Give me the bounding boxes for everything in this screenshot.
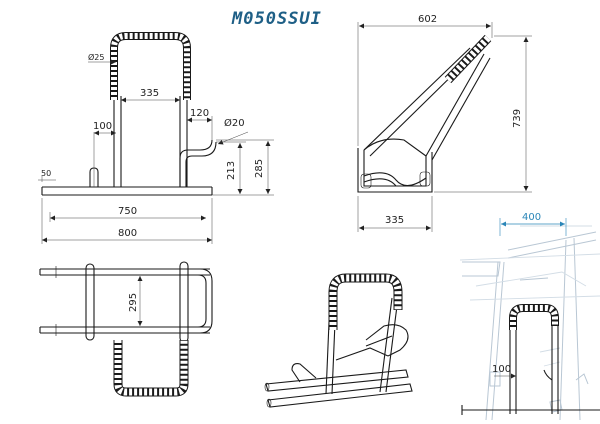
- dim-side-width: 602: [357, 14, 493, 146]
- perspective-view: [264, 273, 413, 408]
- front-hoop: [110, 32, 191, 187]
- perspective-rails: [264, 369, 413, 408]
- dim-side-base-label: 335: [385, 215, 404, 226]
- dim-inner-width: 335: [121, 88, 180, 103]
- dim-top-depth: 295: [128, 276, 143, 326]
- dim-side-height-label: 739: [512, 109, 523, 128]
- top-coil: [113, 340, 189, 397]
- side-coil: [444, 34, 492, 84]
- ghost-outlines: [459, 225, 600, 421]
- dim-inner-width-label: 335: [140, 88, 159, 99]
- dim-lower-width-label: 100: [93, 121, 112, 132]
- dim-top-depth-label: 295: [128, 293, 139, 312]
- dim-hook-height: 213: [216, 141, 246, 194]
- dim-detail-inner: 100: [492, 364, 516, 379]
- dim-tube-diameter: Ø25: [88, 52, 116, 65]
- dim-side-height: 739: [434, 35, 532, 193]
- dim-overall-length: 800: [42, 228, 212, 243]
- dim-total-height: 285: [212, 139, 274, 196]
- top-view: 295: [39, 261, 213, 397]
- dim-base-length: 750: [41, 198, 213, 244]
- detail-coil: [509, 304, 559, 330]
- dim-detail-spacing: 400: [499, 212, 567, 236]
- dim-detail-inner-label: 100: [492, 364, 511, 375]
- dim-hook-diameter-label: Ø20: [224, 117, 245, 129]
- dim-side-base: 335: [357, 196, 433, 232]
- front-base-rails: [41, 186, 213, 196]
- dim-total-height-label: 285: [254, 159, 265, 178]
- dim-base-tube: 50: [38, 169, 56, 182]
- side-base: [357, 148, 433, 193]
- dim-tube-diameter-label: Ø25: [88, 52, 104, 62]
- perspective-coil: [328, 273, 403, 330]
- dim-hook-offset-label: 120: [190, 108, 209, 119]
- front-view: Ø25 335 100 120 Ø20 213: [38, 32, 274, 244]
- side-view: 602 739 335: [357, 14, 532, 232]
- detail-frame: [461, 322, 600, 415]
- dim-base-tube-label: 50: [41, 169, 51, 178]
- dim-hook-height-label: 213: [226, 161, 237, 180]
- dim-lower-width: 100: [93, 121, 116, 187]
- top-rails: [39, 266, 213, 336]
- dim-side-width-label: 602: [418, 14, 437, 25]
- side-diagonals: [363, 47, 491, 161]
- drawing-title: M050SSUI: [231, 9, 322, 29]
- dim-base-length-label: 750: [118, 206, 137, 217]
- detail-view: 400 100: [459, 212, 600, 421]
- front-hook: [179, 139, 217, 187]
- dim-hook-offset: 120: [187, 108, 213, 140]
- dim-overall-length-label: 800: [118, 228, 137, 239]
- dim-detail-spacing-label: 400: [522, 212, 541, 223]
